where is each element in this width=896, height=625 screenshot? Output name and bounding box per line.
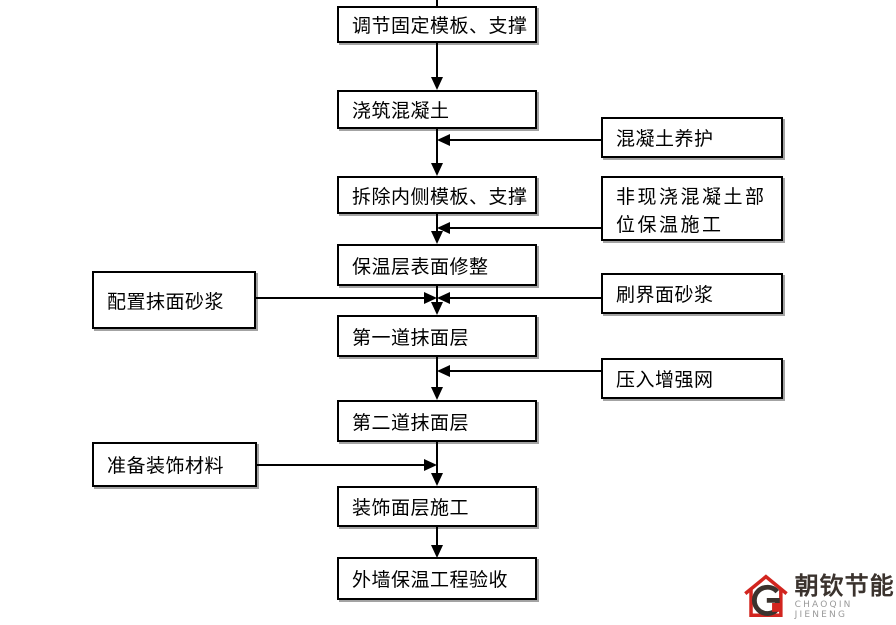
- connector-step6-step7: [436, 442, 438, 475]
- right-input-1-box: 混凝土养护: [601, 117, 783, 158]
- connector-left-input-2: [256, 464, 425, 466]
- flow-step-1-label: 调节固定模板、支撑: [352, 15, 528, 37]
- flow-step-3-label: 拆除内侧模板、支撑: [352, 185, 528, 208]
- left-input-2-box: 准备装饰材料: [92, 442, 257, 487]
- flow-step-8-label: 外墙保温工程验收: [352, 569, 509, 591]
- right-input-3-box: 刷界面砂浆: [601, 273, 783, 314]
- right-input-2-label: 非现浇混凝土部位保温施工: [616, 186, 767, 236]
- flow-step-6-box: 第二道抹面层: [337, 400, 537, 442]
- connector-step1-step2: [436, 42, 438, 78]
- arrowhead-into-step5: [431, 302, 443, 315]
- arrowhead-right-input-1: [437, 134, 450, 146]
- chaoqin-logo-latin: CHAOQIN JIENENG: [794, 599, 853, 620]
- flow-step-4-label: 保温层表面修整: [352, 255, 489, 278]
- flow-step-3-box: 拆除内侧模板、支撑: [337, 176, 537, 214]
- connector-right-input-3: [450, 297, 601, 299]
- chaoqin-logo-text: 朝钦节能 CHAOQIN JIENENG: [795, 573, 896, 620]
- connector-top-stub: [436, 0, 438, 7]
- arrowhead-into-step4: [431, 231, 443, 244]
- left-input-2-label: 准备装饰材料: [107, 455, 225, 477]
- flow-step-4-box: 保温层表面修整: [337, 244, 537, 286]
- right-input-4-label: 压入增强网: [616, 369, 714, 391]
- right-input-4-box: 压入增强网: [601, 358, 783, 399]
- flow-step-2-label: 浇筑混凝土: [352, 100, 450, 122]
- chaoqin-logo-brand: 朝钦节能: [794, 571, 895, 600]
- flow-step-8-box: 外墙保温工程验收: [337, 557, 537, 600]
- flow-step-7-box: 装饰面层施工: [337, 486, 537, 527]
- flow-step-5-label: 第一道抹面层: [352, 326, 470, 349]
- flow-step-5-box: 第一道抹面层: [337, 315, 537, 357]
- arrowhead-into-step7: [431, 473, 443, 486]
- arrowhead-into-step8: [431, 545, 443, 558]
- left-input-1-label: 配置抹面砂浆: [107, 290, 225, 313]
- arrowhead-right-input-3: [437, 292, 450, 304]
- flow-step-6-label: 第二道抹面层: [352, 411, 470, 434]
- right-input-1-label: 混凝土养护: [616, 128, 714, 150]
- arrowhead-into-step2: [431, 77, 443, 90]
- right-input-2-box: 非现浇混凝土部位保温施工: [601, 176, 783, 241]
- arrowhead-right-input-4: [437, 365, 450, 377]
- arrowhead-into-step3: [431, 163, 443, 176]
- connector-right-input-4: [450, 370, 601, 372]
- connector-right-input-1: [450, 139, 601, 141]
- flow-step-1-box: 调节固定模板、支撑: [337, 6, 537, 43]
- connector-left-input-1: [255, 297, 425, 299]
- arrowhead-left-input-2: [424, 459, 437, 471]
- arrowhead-right-input-2: [437, 222, 450, 234]
- flow-step-2-box: 浇筑混凝土: [337, 90, 537, 129]
- connector-step7-step8: [436, 527, 438, 546]
- left-input-1-box: 配置抹面砂浆: [92, 271, 256, 329]
- connector-right-input-2: [450, 227, 601, 229]
- arrowhead-into-step6: [431, 387, 443, 400]
- flow-step-7-label: 装饰面层施工: [352, 497, 470, 519]
- connector-step2-step3: [436, 128, 438, 164]
- chaoqin-logo: 朝钦节能 CHAOQIN JIENENG: [744, 570, 896, 622]
- chaoqin-logo-icon: [744, 574, 788, 618]
- right-input-3-label: 刷界面砂浆: [616, 284, 714, 306]
- arrowhead-left-input-1: [424, 292, 437, 304]
